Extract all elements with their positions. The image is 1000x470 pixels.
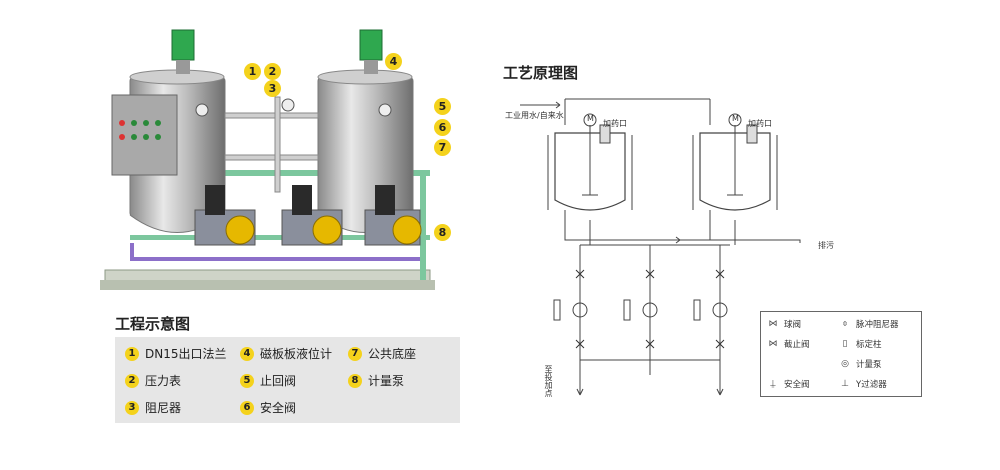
process-diagram-title: 工艺原理图 bbox=[503, 64, 579, 82]
symbol-ball-valve: ⋈球阀 bbox=[768, 319, 802, 330]
callout-2: 2 bbox=[264, 63, 281, 80]
symbol-safety-valve: ⍊安全阀 bbox=[770, 379, 810, 390]
symbol-legend: ⋈球阀 ⌽脉冲阻尼器 ⋈截止阀 ▯标定柱 ◎计量泵 ⍊安全阀 ⊥Y过滤器 bbox=[760, 311, 922, 397]
inlet-label: 工业用水/自来水 bbox=[505, 111, 564, 120]
process-flow-diagram bbox=[520, 98, 801, 396]
engineering-diagram-title: 工程示意图 bbox=[115, 315, 191, 333]
callout-1: 1 bbox=[244, 63, 261, 80]
callout-6: 6 bbox=[434, 119, 451, 136]
drain-label: 排污 bbox=[818, 241, 834, 250]
motor-label-2: M bbox=[732, 114, 739, 123]
symbol-pulse-damper: ⌽脉冲阻尼器 bbox=[842, 319, 899, 330]
symbol-calibration-column: ▯标定柱 bbox=[842, 339, 882, 350]
dosing-point-label: 至投加点 bbox=[544, 365, 553, 397]
equipment-illustration bbox=[100, 29, 435, 290]
motor-label-1: M bbox=[587, 114, 594, 123]
feed-port-label-1: 加药口 bbox=[603, 119, 627, 128]
callout-7: 7 bbox=[434, 139, 451, 156]
symbol-y-strainer: ⊥Y过滤器 bbox=[841, 379, 887, 390]
callout-5: 5 bbox=[434, 98, 451, 115]
symbol-metering-pump: ◎计量泵 bbox=[841, 359, 882, 370]
feed-port-label-2: 加药口 bbox=[748, 119, 772, 128]
callout-3: 3 bbox=[264, 80, 281, 97]
symbol-stop-valve: ⋈截止阀 bbox=[768, 339, 810, 350]
callout-8: 8 bbox=[434, 224, 451, 241]
callout-4: 4 bbox=[385, 53, 402, 70]
